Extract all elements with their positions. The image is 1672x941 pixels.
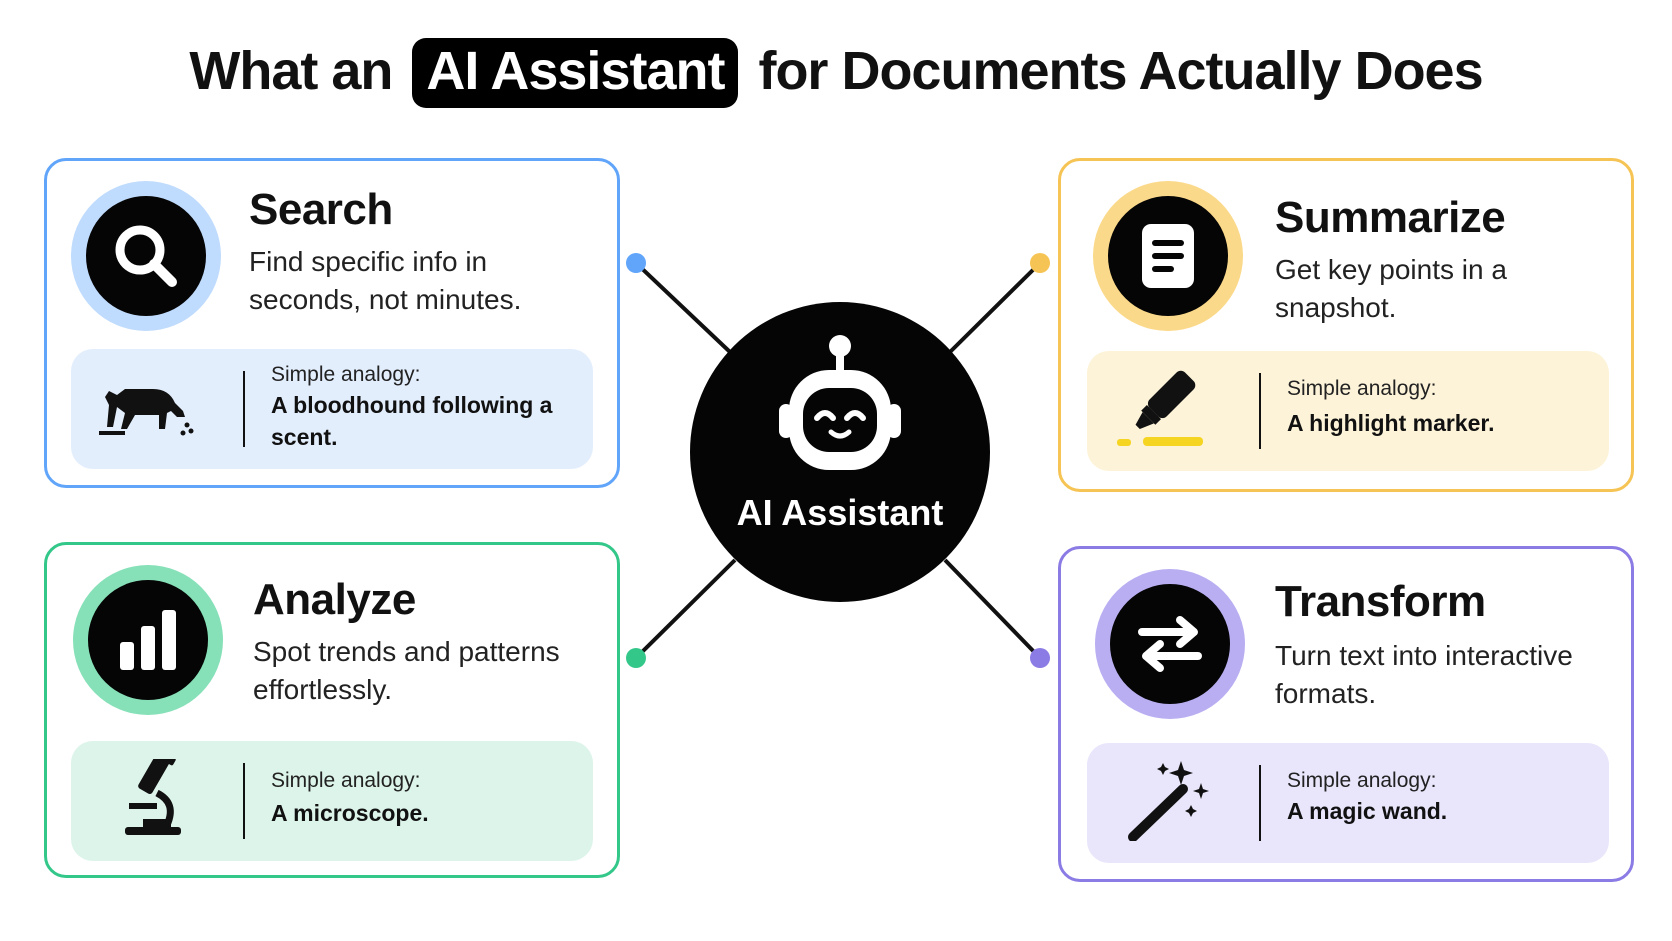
connector-analyze: [634, 558, 737, 660]
analogy-label-search: Simple analogy:: [271, 363, 421, 386]
bar-chart-icon-badge: [73, 565, 223, 715]
title-before: What an: [189, 41, 393, 101]
hub-label: AI Assistant: [736, 492, 944, 533]
connector-transform: [943, 558, 1042, 660]
analogy-value-summarize: A highlight marker.: [1287, 410, 1495, 436]
swap-arrows-icon: [1138, 616, 1202, 672]
analogy-divider: [243, 763, 245, 839]
document-icon: [1142, 224, 1194, 288]
title-highlight: AI Assistant: [412, 38, 739, 108]
connector-dot-summarize: [1030, 253, 1050, 273]
bar-chart-icon: [120, 610, 176, 670]
card-title-search: Search: [249, 185, 393, 234]
card-desc-transform: Turn text into interactive formats.: [1275, 640, 1573, 709]
analogy-value-analyze: A microscope.: [271, 800, 429, 826]
analogy-label-transform: Simple analogy:: [1287, 769, 1437, 792]
magic-wand-icon: [1128, 761, 1209, 841]
analogy-analyze: Simple analogy: A microscope.: [71, 741, 593, 861]
analogy-value-transform: A magic wand.: [1287, 798, 1448, 824]
analogy-divider: [1259, 765, 1261, 841]
title-after: for Documents Actually Does: [758, 41, 1483, 101]
card-summarize: Summarize Get key points in a snapshot. …: [1058, 158, 1634, 492]
card-desc-search: Find specific info in seconds, not minut…: [249, 246, 522, 315]
analogy-value-search: A bloodhound following a scent.: [271, 392, 553, 450]
card-search: Search Find specific info in seconds, no…: [44, 158, 620, 488]
document-icon-badge: [1093, 181, 1243, 331]
microscope-icon: [125, 759, 181, 835]
analogy-search: Simple analogy: A bloodhound following a…: [71, 349, 593, 469]
connector-dot-analyze: [626, 648, 646, 668]
connector-summarize: [948, 261, 1042, 354]
analogy-divider: [1259, 373, 1261, 449]
swap-arrows-icon-badge: [1095, 569, 1245, 719]
card-title-summarize: Summarize: [1275, 193, 1506, 242]
analogy-label-summarize: Simple analogy:: [1287, 377, 1437, 400]
connector-dot-search: [626, 253, 646, 273]
analogy-divider: [243, 371, 245, 447]
search-icon: [115, 225, 177, 287]
search-icon-badge: [71, 181, 221, 331]
highlighter-icon: [1117, 370, 1203, 446]
connector-dot-transform: [1030, 648, 1050, 668]
connector-search: [634, 261, 732, 354]
analogy-transform: Simple analogy: A magic wand.: [1087, 743, 1609, 863]
bloodhound-icon: [99, 389, 194, 436]
analogy-label-analyze: Simple analogy:: [271, 769, 421, 792]
card-desc-summarize: Get key points in a snapshot.: [1275, 254, 1507, 323]
card-title-transform: Transform: [1275, 577, 1486, 626]
card-title-analyze: Analyze: [253, 575, 416, 624]
robot-icon: [779, 335, 901, 470]
card-desc-analyze: Spot trends and patterns effortlessly.: [253, 636, 560, 705]
card-analyze: Analyze Spot trends and patterns effortl…: [44, 542, 620, 878]
ai-assistant-hub: AI Assistant: [690, 302, 990, 602]
page-title: What an AI Assistant for Documents Actua…: [0, 38, 1672, 108]
card-transform: Transform Turn text into interactive for…: [1058, 546, 1634, 882]
analogy-summarize: Simple analogy: A highlight marker.: [1087, 351, 1609, 471]
